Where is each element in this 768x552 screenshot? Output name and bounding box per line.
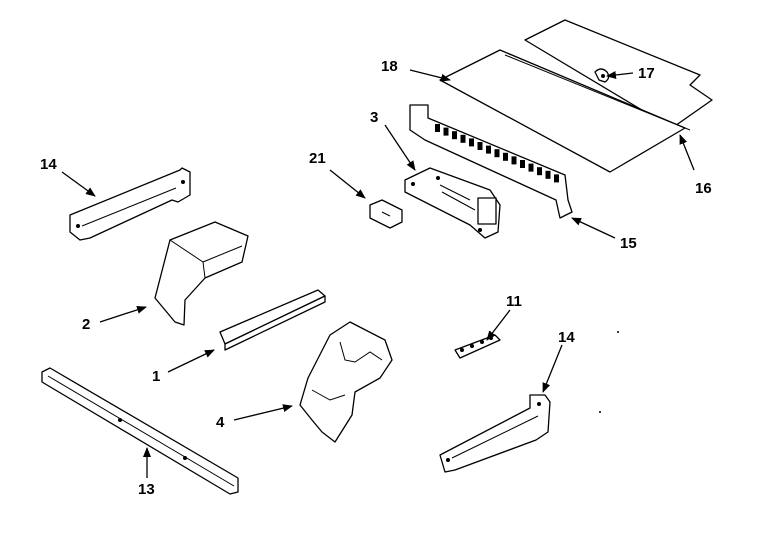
part-18-panel (439, 49, 691, 173)
bracket-hole (503, 152, 508, 161)
part-21-connector-block (369, 199, 403, 229)
arrow-icon (409, 69, 451, 82)
part-13-long-rail (41, 367, 239, 495)
bracket-hole (494, 149, 500, 158)
label-part-4: 4 (216, 414, 225, 431)
part-3-switch-assembly (404, 167, 501, 239)
part-4-cradle-bracket (299, 321, 393, 443)
part-15-perforated-bracket (409, 104, 573, 219)
label-part-16: 16 (695, 180, 712, 197)
arrow-icon (329, 169, 366, 199)
bracket-hole (435, 124, 440, 132)
bracket-hole (520, 160, 525, 168)
arrow-icon (606, 70, 634, 79)
label-part-21: 21 (309, 150, 326, 167)
part-1-rail (219, 289, 326, 351)
arrow-icon (384, 124, 416, 171)
arrow-icon (99, 305, 147, 323)
part-14-right-bracket (439, 394, 551, 473)
label-part-2: 2 (82, 316, 90, 333)
bracket-hole (554, 174, 559, 183)
bracket-holes (435, 124, 559, 183)
bracket-hole (528, 163, 534, 172)
bracket-hole (537, 167, 542, 176)
arrow-icon (571, 217, 616, 239)
label-part-1: 1 (152, 368, 160, 385)
label-part-14-right: 14 (558, 329, 575, 346)
stray-marks (599, 331, 619, 413)
arrow-icon (61, 171, 96, 197)
label-part-17: 17 (638, 65, 655, 82)
arrow-icon (679, 134, 695, 171)
label-part-3: 3 (370, 109, 378, 126)
part-labels: 18 17 16 3 21 15 14 2 1 4 11 14 13 (40, 58, 712, 498)
arrow-icon (542, 344, 563, 393)
arrow-icon (167, 349, 215, 373)
bracket-hole (477, 142, 483, 150)
bracket-hole (486, 145, 491, 154)
bracket-hole (545, 170, 551, 179)
label-part-18: 18 (381, 58, 398, 75)
arrow-icon (486, 309, 511, 341)
arrow-icon (233, 404, 293, 421)
label-part-11: 11 (506, 293, 522, 310)
bracket-hole (443, 127, 449, 136)
label-part-14-left: 14 (40, 156, 57, 173)
part-14-left-bracket (69, 167, 191, 241)
part-11-terminal-strip (454, 334, 501, 359)
bracket-hole (460, 134, 466, 143)
bracket-hole (511, 156, 517, 165)
bracket-hole (469, 138, 474, 147)
leader-arrows (61, 69, 695, 478)
bracket-hole (452, 131, 457, 140)
label-part-15: 15 (620, 235, 637, 252)
label-part-13: 13 (138, 481, 155, 498)
part-2-duct (154, 221, 249, 326)
